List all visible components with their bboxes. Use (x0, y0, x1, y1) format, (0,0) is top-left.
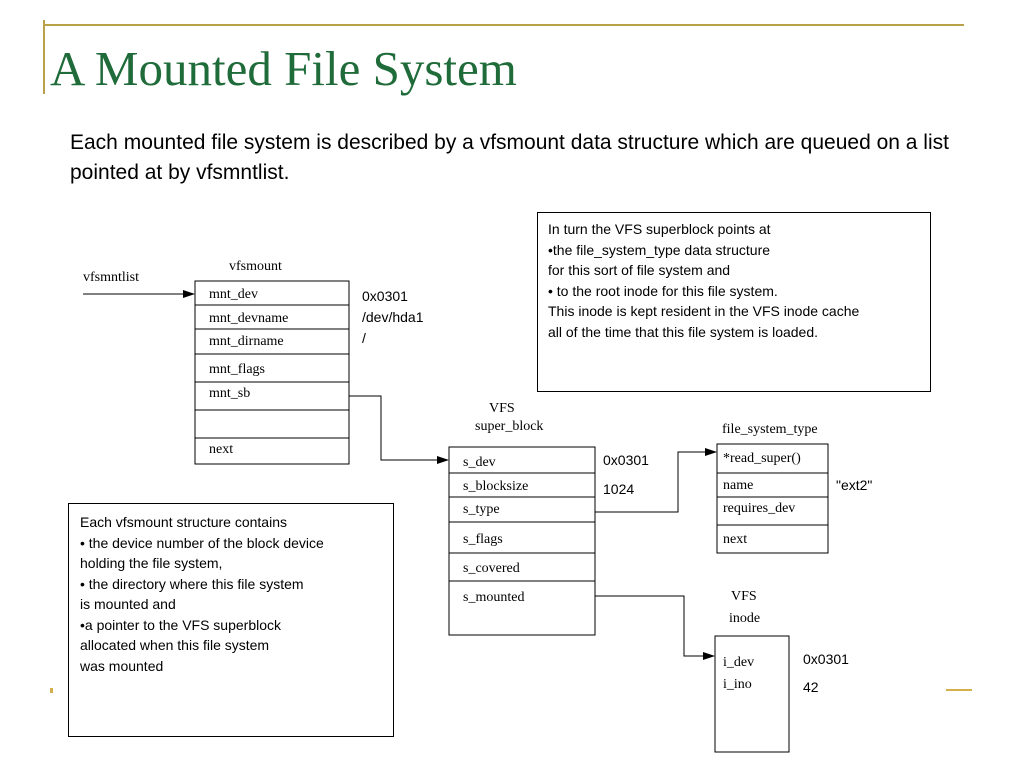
title-accent-horizontal (43, 24, 964, 26)
vfsmount-box (194, 280, 350, 465)
super-block-struct: VFS super_block s_dev s_blocksize s_type… (448, 401, 649, 636)
value-i-dev: 0x0301 (803, 651, 849, 667)
value-mnt-dev: 0x0301 (362, 288, 408, 304)
vfsmntlist-label: vfsmntlist (83, 270, 139, 285)
vfsmount-note: Each vfsmount structure contains • the d… (68, 503, 394, 737)
title-accent-vertical (43, 20, 45, 94)
field-read-super: *read_super() (723, 451, 801, 466)
s-type-pointer-arrow (595, 448, 717, 513)
field-fst-next: next (723, 532, 747, 547)
footer-accent-left (50, 688, 53, 693)
field-name: name (723, 478, 753, 493)
s-mounted-pointer-arrow (595, 595, 715, 660)
value-i-ino: 42 (803, 679, 819, 695)
vfsmount-struct: vfsmount mnt_dev mnt_devname mnt_dirname… (194, 259, 424, 465)
value-mnt-dirname: / (362, 330, 366, 346)
field-i-ino: i_ino (723, 677, 752, 692)
inode-struct: VFS inode i_dev i_ino 0x0301 42 (714, 589, 849, 753)
value-s-blocksize: 1024 (603, 481, 634, 497)
inode-box (714, 635, 790, 753)
field-mnt-flags: mnt_flags (209, 362, 265, 377)
vfsmount-title: vfsmount (229, 259, 282, 274)
field-s-covered: s_covered (463, 561, 520, 576)
footer-accent-right (946, 689, 972, 691)
field-s-blocksize: s_blocksize (463, 479, 528, 494)
field-s-dev: s_dev (463, 455, 496, 470)
value-s-dev: 0x0301 (603, 452, 649, 468)
field-mnt-sb: mnt_sb (209, 386, 250, 401)
slide-title: A Mounted File System (50, 41, 517, 96)
value-fs-name: "ext2" (836, 477, 872, 493)
value-mnt-devname: /dev/hda1 (362, 309, 424, 325)
inode-title-line2: inode (729, 611, 760, 626)
field-s-mounted: s_mounted (463, 590, 524, 605)
field-mnt-dev: mnt_dev (209, 287, 258, 302)
field-mnt-devname: mnt_devname (209, 311, 288, 326)
vfs-superblock-note: In turn the VFS superblock points at •th… (537, 212, 931, 392)
field-i-dev: i_dev (723, 655, 754, 670)
file-system-type-title: file_system_type (722, 422, 818, 437)
super-block-title-line2: super_block (475, 419, 543, 434)
field-mnt-dirname: mnt_dirname (209, 334, 284, 349)
field-s-flags: s_flags (463, 532, 503, 547)
super-block-title-line1: VFS (489, 401, 515, 416)
field-s-type: s_type (463, 502, 500, 517)
file-system-type-box (716, 443, 829, 554)
super-block-box (448, 446, 596, 636)
file-system-type-struct: file_system_type *read_super() name requ… (716, 422, 872, 554)
field-requires-dev: requires_dev (723, 501, 795, 516)
mnt-sb-pointer-arrow (349, 395, 449, 464)
intro-text: Each mounted file system is described by… (70, 131, 949, 184)
inode-title-line1: VFS (731, 589, 757, 604)
field-next: next (209, 442, 233, 457)
